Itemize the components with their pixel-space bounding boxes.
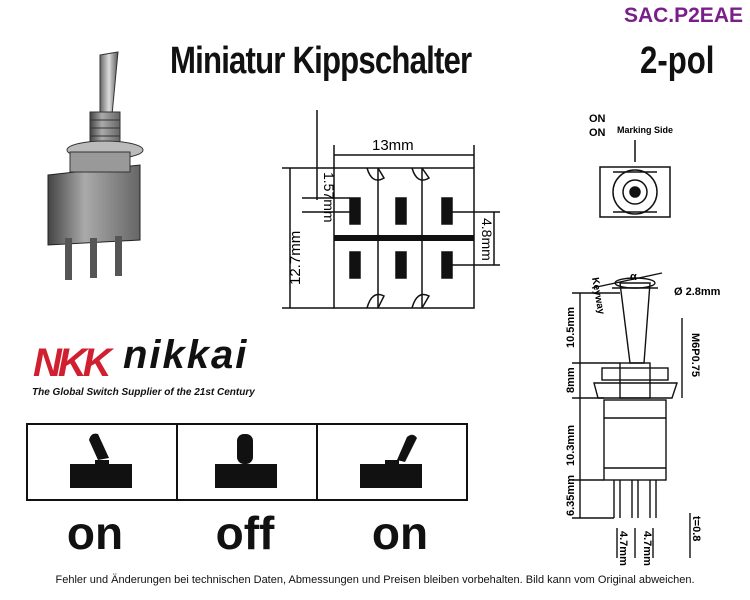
switch-position-diagram: [26, 423, 468, 501]
top-offset-label: 1.57mm: [321, 172, 337, 223]
svg-text:NKK: NKK: [33, 341, 115, 384]
brand-tagline: The Global Switch Supplier of the 21st C…: [32, 387, 255, 398]
diameter-label: Ø 2.8mm: [674, 286, 721, 298]
marking-side-drawing: ON ON Marking Side: [589, 113, 673, 218]
pole-count: 2-pol: [640, 40, 715, 82]
position-label-right: on: [371, 507, 429, 559]
disclaimer-footer: Fehler und Änderungen bei technischen Da…: [55, 574, 695, 586]
keyway-label: Keyway: [589, 277, 606, 316]
position-label-left: on: [66, 507, 124, 559]
thread-label: M6P0.75: [689, 333, 701, 377]
body-label: 10.3mm: [565, 425, 577, 466]
lever-height-label: 10.5mm: [565, 307, 577, 348]
product-code: SAC.P2EAE: [623, 4, 743, 27]
nkk-logo: NKK: [33, 341, 119, 384]
thickness-label: t=0.8: [690, 516, 702, 541]
on-bottom-label: ON: [589, 127, 606, 139]
switch-photo: [47, 51, 144, 280]
top-width-label: 13mm: [372, 137, 414, 154]
angle-label: α: [630, 271, 637, 283]
terminal-label: 6.35mm: [565, 475, 577, 516]
marking-side-label: Marking Side: [617, 125, 673, 135]
bushing-label: 8mm: [565, 367, 577, 393]
top-pitch-label: 4.8mm: [479, 218, 495, 261]
brand-name: nikkai: [123, 333, 249, 377]
page-title: Miniatur Kippschalter: [170, 40, 472, 82]
pitch-a-label: 4.7mm: [617, 531, 629, 566]
pitch-b-label: 4.7mm: [641, 531, 653, 566]
top-view-drawing: 13mm 12.7mm 1.57mm 4.8mm: [282, 110, 500, 309]
position-label-center: off: [215, 507, 275, 559]
top-height-label: 12.7mm: [287, 231, 304, 285]
on-top-label: ON: [589, 113, 606, 125]
side-view-drawing: Keyway α Ø 2.8mm 10.5mm 8mm M6P0.75 10.3…: [565, 271, 721, 566]
